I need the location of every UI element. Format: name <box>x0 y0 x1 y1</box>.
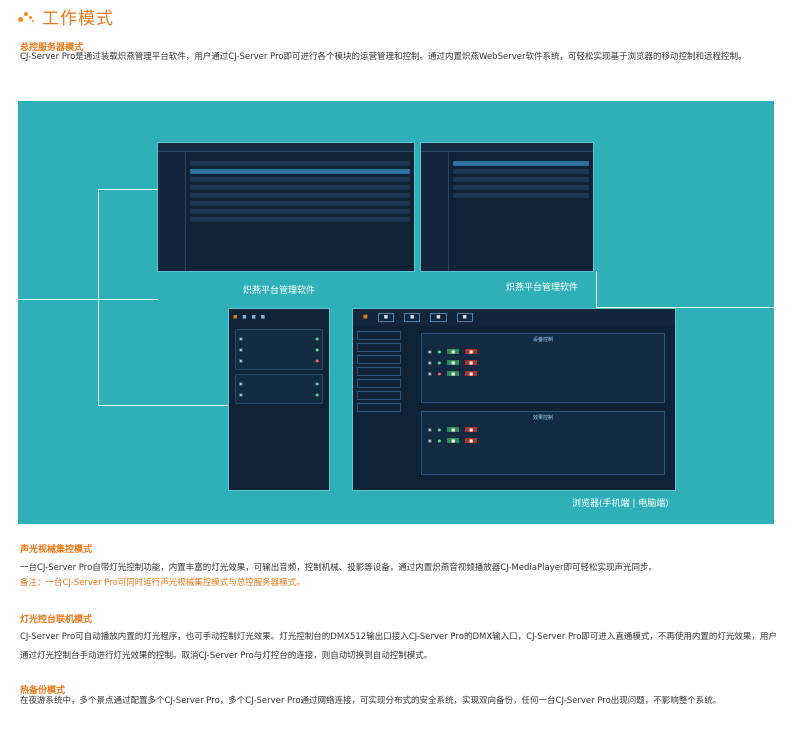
av-mode-heading: 声光视械集控模式 <box>20 545 93 555</box>
backup-mode-body: 在夜游系统中，多个景点通过配置多个CJ-Server Pro，多个CJ-Serv… <box>20 696 722 706</box>
platform-caption-2: 炽燕平台管理软件 <box>506 283 579 293</box>
platform-screenshot-2 <box>420 142 594 272</box>
effect-control-panel: 效果控制 ▣●■■ ▣●■■ <box>421 411 665 475</box>
connector-line <box>18 299 158 300</box>
console-mode-heading: 灯光控台联机模式 <box>20 615 93 625</box>
desktop-screenshot: ■■■■■ 设备控制 ▣●■■ ▣●■■ ▣●■■ 效果控制 ▣●■■ ▣●■■ <box>352 308 676 491</box>
console-mode-body: CJ-Server Pro可自动播放内置的灯光程序，也可手动控制灯光效果。灯光控… <box>20 632 777 661</box>
phone-screenshot: ■■■■ ▣● ▣● ▣● ▣● ▣● <box>228 308 330 491</box>
page-title-block: 工作模式 <box>16 4 114 29</box>
connector-line <box>98 189 158 190</box>
av-mode-note: 备注：一台CJ-Server Pro可同时运行声光视械集控模式与总控服务器模式。 <box>20 578 305 588</box>
server-mode-heading: 总控服务器模式 <box>20 43 84 53</box>
platform-screenshot-1 <box>157 142 415 272</box>
sparkle-dots-icon <box>16 8 38 26</box>
av-mode-body: 一台CJ-Server Pro自带灯光控制功能，内置丰富的灯光效果，可输出音频，… <box>20 563 657 573</box>
device-control-panel: 设备控制 ▣●■■ ▣●■■ ▣●■■ <box>421 333 665 403</box>
connector-line <box>98 189 99 405</box>
server-mode-body: CJ-Server Pro是通过装载炽燕管理平台软件，用户通过CJ-Server… <box>20 52 747 62</box>
platform-caption-1: 炽燕平台管理软件 <box>243 286 316 296</box>
connector-line <box>98 405 228 406</box>
backup-mode-heading: 热备份模式 <box>20 686 66 696</box>
browser-caption: 浏览器(手机端 | 电脑端) <box>572 499 669 509</box>
page-title: 工作模式 <box>42 9 114 29</box>
device-control-title: 设备控制 <box>532 337 553 343</box>
effect-control-title: 效果控制 <box>532 415 553 421</box>
connector-line <box>596 271 597 307</box>
connector-line <box>596 307 774 308</box>
